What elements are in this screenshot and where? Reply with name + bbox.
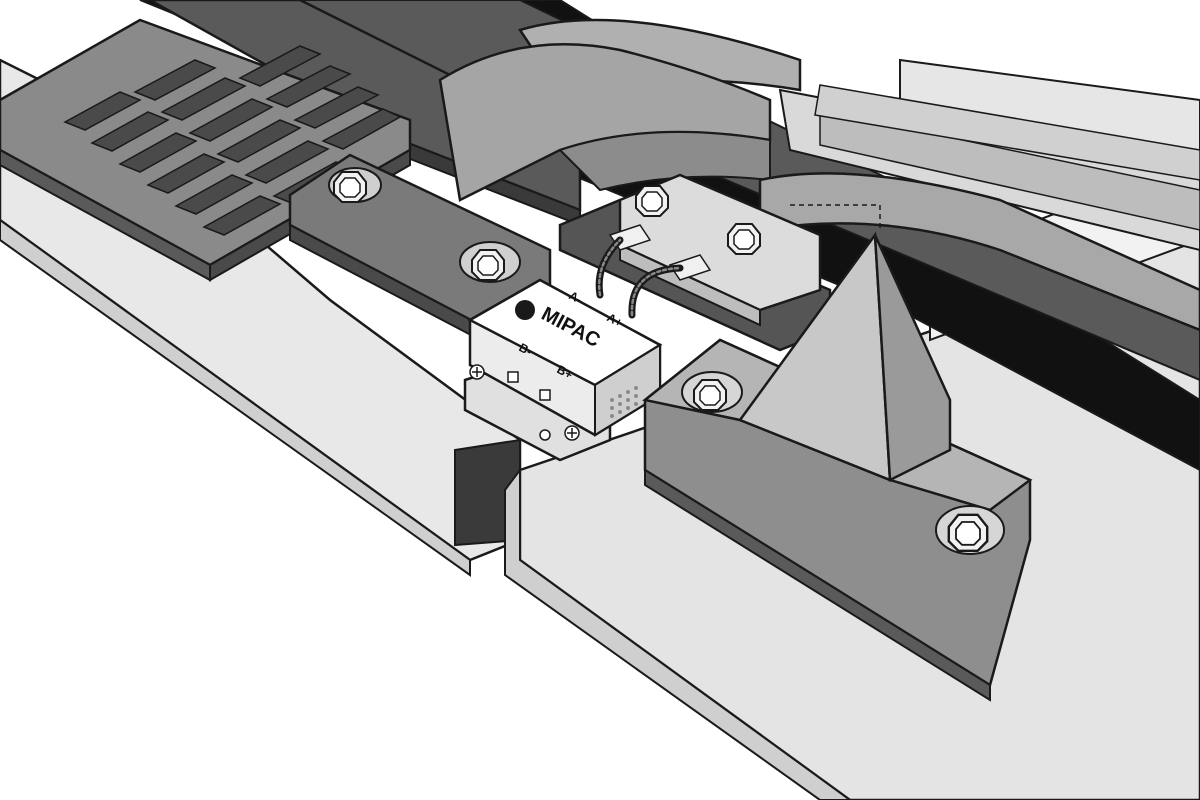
- screw-terminal-icon: [564, 425, 580, 441]
- screw-terminal-icon: [668, 254, 712, 281]
- hex-bolt-icon: [947, 513, 989, 552]
- terminal-label-a-plus: A+: [605, 310, 625, 330]
- mipac-junction-box: MIPAC A- A+ B- B+: [463, 278, 663, 462]
- cable-clip-frame: [558, 173, 832, 352]
- hex-bolt-icon: [727, 223, 761, 255]
- terminal-label-b-plus: B+: [555, 362, 575, 382]
- terminal-label-a-minus: A-: [567, 288, 585, 306]
- hex-bolt-icon: [471, 249, 505, 281]
- terminal-label-b-minus: B-: [517, 340, 535, 358]
- screw-terminal-icon: [469, 364, 485, 380]
- hex-bolt-icon: [693, 379, 727, 411]
- curved-flaps: [438, 18, 1200, 332]
- pyramid-block: [642, 231, 1033, 702]
- logo-icon: [515, 300, 535, 320]
- hex-bolt-icon: [333, 171, 367, 203]
- hex-bolt-icon: [635, 185, 669, 217]
